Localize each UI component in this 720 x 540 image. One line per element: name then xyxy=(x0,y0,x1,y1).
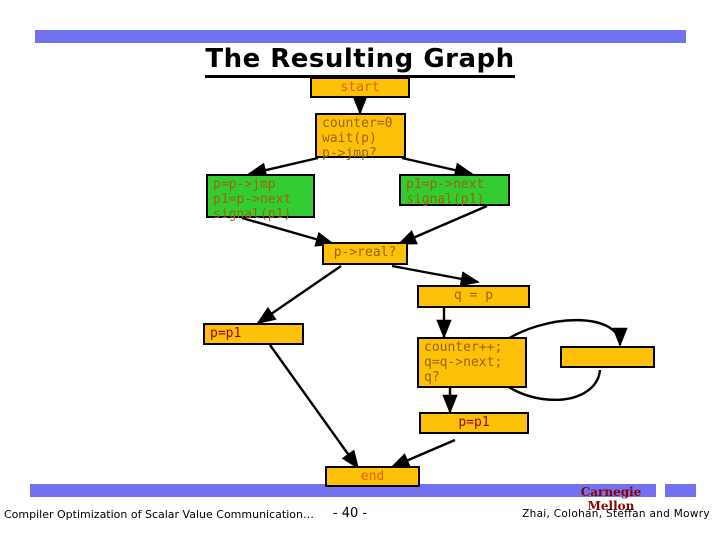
edge-real-pp1left xyxy=(256,265,342,325)
page-title: The Resulting Graph xyxy=(0,44,720,78)
node-p-real[interactable]: p->real? xyxy=(322,242,408,265)
node-q-equals-p[interactable]: q = p xyxy=(417,285,530,308)
edge-pp1left-end xyxy=(269,344,360,470)
edge-real-qp xyxy=(391,264,480,287)
edge-header-leftbody xyxy=(247,156,319,178)
authors-label: Zhai, Colohan, Steffan and Mowry xyxy=(522,508,710,520)
cmu-accent-bar-left xyxy=(550,484,560,497)
page-title-text: The Resulting Graph xyxy=(205,44,515,78)
bottom-accent-bar xyxy=(30,484,656,497)
footer-page-number: - 40 - xyxy=(332,506,368,521)
top-accent-bar xyxy=(35,30,686,43)
edge-header-rightbody xyxy=(401,156,474,178)
node-start[interactable]: start xyxy=(310,77,410,98)
institution-label: Carnegie Mellon xyxy=(580,485,642,513)
node-left-body[interactable]: p=p->jmp p1=p->next signal(p1) xyxy=(206,174,315,222)
node-header[interactable]: counter=0 wait(p) p->jmp? xyxy=(315,113,406,161)
node-p-equals-p1-left[interactable]: p=p1 xyxy=(203,323,304,345)
footer-left-text: Compiler Optimization of Scalar Value Co… xyxy=(4,508,314,521)
node-right-body[interactable]: p1=p->next signal(p1) xyxy=(399,174,510,207)
node-counter-loop[interactable]: counter++; q=q->next; q? xyxy=(417,337,527,388)
node-end[interactable]: end xyxy=(325,466,420,487)
cmu-accent-bar-right xyxy=(665,484,696,497)
node-blank[interactable] xyxy=(560,346,655,368)
node-p-equals-p1-bottom[interactable]: p=p1 xyxy=(419,412,529,434)
edge-rightbody-real xyxy=(397,204,488,246)
edge-pp1bottom-end xyxy=(390,438,456,469)
